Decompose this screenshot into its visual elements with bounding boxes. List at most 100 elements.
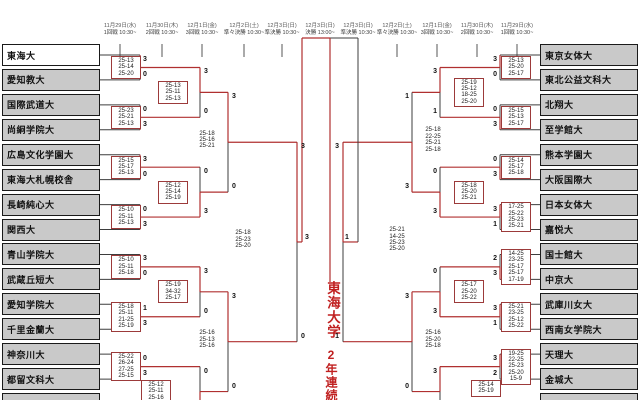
champion-name: 東海大学 (325, 281, 340, 339)
final-set-count: 3 (305, 234, 309, 241)
team-box: 国際武道大 (2, 93, 100, 116)
score-box: 25-14 25-19 (471, 380, 501, 397)
set-count: 0 (143, 205, 147, 213)
set-count: 3 (493, 270, 497, 278)
set-count: 3 (405, 292, 409, 300)
team-box: 西南女学院大 (540, 318, 638, 341)
set-count: 0 (232, 382, 236, 390)
score-box: 25-10 25-11 25-13 (111, 205, 141, 229)
round-header-round: 準決勝 10:30~ (340, 29, 376, 36)
round-header: 12月3日(日)決勝 13:00~ (305, 23, 335, 36)
set-count: 3 (143, 220, 147, 228)
team-box: 東海大札幌校舎 (2, 168, 100, 191)
score-box: 25-18 25-16 25-21 (192, 130, 222, 150)
round-header: 11月29日(水)1回戦 10:30~ (104, 23, 137, 36)
set-count: 1 (405, 93, 409, 101)
score-box: 25-15 25-17 25-13 (111, 155, 141, 179)
score-box: 25-13 25-14 25-20 (111, 55, 141, 80)
set-count: 3 (301, 143, 305, 151)
round-header-date: 11月30日(木) (461, 23, 493, 29)
team-box: 北翔大 (540, 93, 638, 116)
team-box: 大阪国際大 (540, 168, 638, 191)
set-count: 0 (301, 332, 305, 340)
round-header-round: 3回戦 10:30~ (420, 29, 454, 36)
round-header-round: 決勝 13:00~ (305, 29, 335, 36)
team-box: 嘉悦大 (540, 218, 638, 241)
score-box: 25-14 25-17 25-18 (501, 155, 531, 179)
set-count: 3 (493, 205, 497, 213)
set-count: 0 (493, 70, 497, 78)
set-count: 3 (493, 120, 497, 128)
set-count: 3 (433, 68, 437, 76)
score-box: 25-18 25-11 21-25 25-19 (111, 301, 141, 332)
team-box: 熊本学園大 (540, 143, 638, 166)
set-count: 0 (493, 155, 497, 163)
set-count: 3 (232, 292, 236, 300)
set-count: 3 (143, 370, 147, 378)
team-box: 長崎純心大 (2, 193, 100, 216)
round-header: 12月2日(土)準々決勝 10:30~ (224, 23, 265, 36)
round-header-round: 準々決勝 10:30~ (376, 29, 418, 36)
set-count: 3 (493, 170, 497, 178)
set-count: 3 (143, 155, 147, 163)
team-box: 天理大 (540, 343, 638, 366)
set-count: 3 (143, 255, 147, 263)
team-box: 尚絅学院大 (2, 118, 100, 141)
round-header-date: 12月3日(日) (343, 23, 373, 29)
score-box: 25-18 25-23 25-20 (228, 230, 258, 250)
score-box: 25-18 25-20 25-21 (454, 180, 484, 204)
round-header: 11月30日(木)2回戦 10:30~ (461, 23, 494, 36)
score-box: 25-13 25-11 25-13 (158, 80, 188, 104)
team-box: 武庫川女大 (540, 293, 638, 316)
set-count: 0 (143, 355, 147, 363)
champion-note: 2年連続9回 (324, 348, 338, 400)
score-box: 14-25 23-25 25-17 25-17 17-19 (501, 248, 531, 285)
team-box: 武蔵丘短大 (2, 268, 100, 291)
team-box: 国士館大 (540, 243, 638, 266)
set-count: 0 (204, 108, 208, 116)
round-header-round: 1回戦 10:30~ (500, 29, 534, 36)
score-box: 25-18 22-25 25-21 25-18 (418, 127, 448, 154)
team-box (2, 393, 100, 400)
team-box: 千里金蘭大 (2, 318, 100, 341)
set-count: 3 (493, 305, 497, 313)
set-count: 0 (204, 367, 208, 375)
score-box: 25-13 25-20 25-17 (501, 55, 531, 80)
round-header-date: 12月1日(金) (187, 23, 217, 29)
set-count: 0 (493, 105, 497, 113)
score-box: 25-21 23-25 25-12 25-22 (501, 301, 531, 332)
set-count: 3 (493, 355, 497, 363)
round-header: 11月29日(水)1回戦 10:30~ (501, 23, 534, 36)
round-header-round: 1回戦 10:30~ (103, 29, 137, 36)
set-count: 1 (433, 108, 437, 116)
set-count: 3 (433, 367, 437, 375)
set-count: 1 (335, 332, 339, 340)
team-box: 広島文化学園大 (2, 143, 100, 166)
set-count: 1 (493, 320, 497, 328)
round-header-date: 12月2日(土) (382, 23, 412, 29)
team-box: 神奈川大 (2, 343, 100, 366)
round-header: 12月3日(日)準決勝 10:30~ (264, 23, 299, 36)
score-box: 25-19 34-32 25-17 (158, 280, 188, 304)
round-header-date: 12月3日(日) (305, 23, 335, 29)
score-box: 25-21 14-25 25-23 25-20 (382, 227, 412, 253)
score-box: 19-25 22-25 25-23 25-20 15-9 (501, 348, 531, 385)
round-header-round: 準決勝 10:30~ (264, 29, 300, 36)
set-count: 0 (232, 183, 236, 191)
set-count: 3 (335, 143, 339, 151)
set-count: 2 (493, 370, 497, 378)
set-count: 0 (433, 267, 437, 275)
team-box: 愛知学院大 (2, 293, 100, 316)
round-header-date: 11月29日(水) (104, 23, 136, 29)
round-header-date: 12月2日(土) (229, 23, 259, 29)
team-box: 青山学院大 (2, 243, 100, 266)
set-count: 3 (204, 267, 208, 275)
set-count: 3 (204, 68, 208, 76)
final-set-count: 1 (345, 234, 349, 241)
set-count: 1 (493, 220, 497, 228)
team-box: 日本女体大 (540, 193, 638, 216)
round-header: 12月3日(日)準決勝 10:30~ (340, 23, 375, 36)
score-box: 25-10 25-11 25-18 (111, 255, 141, 279)
set-count: 3 (232, 93, 236, 101)
round-header-round: 3回戦 10:30~ (185, 29, 219, 36)
